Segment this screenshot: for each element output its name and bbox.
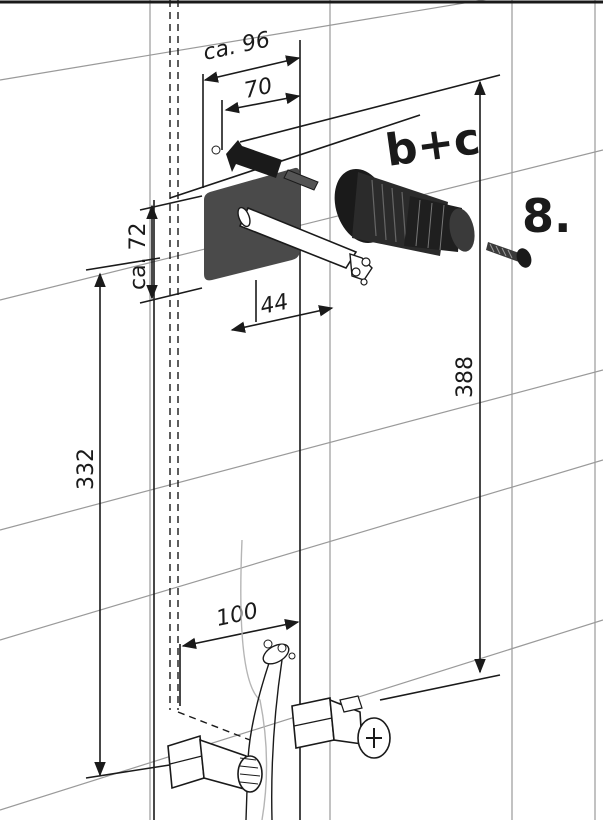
target-mark-icon — [211, 145, 221, 155]
dimension-44: 44 — [230, 280, 334, 333]
step-number-label: 8. — [522, 189, 571, 243]
right-water-fitting-icon — [291, 695, 391, 759]
insert-direction-arrow-icon — [226, 140, 282, 178]
dim-100-label: 100 — [214, 599, 260, 632]
extension-lines — [169, 74, 501, 701]
dimension-332: 332 — [74, 257, 177, 779]
dim-44-label: 44 — [258, 290, 291, 320]
dimension-ca72: ca. 72 — [126, 195, 203, 304]
dim-ca96-label: ca. 96 — [201, 27, 272, 66]
dimension-70: 70 — [221, 74, 301, 150]
dim-ca72-label: ca. 72 — [126, 222, 151, 290]
screw-icon — [486, 242, 532, 268]
dim-332-label: 332 — [74, 448, 99, 490]
dimension-388: 388 — [453, 80, 486, 674]
left-water-fitting-icon — [167, 734, 263, 793]
cable-sleeve — [237, 206, 373, 286]
dowel-icon — [283, 169, 319, 191]
threaded-sleeve-icon — [334, 168, 475, 256]
reference-lines — [153, 0, 301, 820]
dim-70-label: 70 — [242, 74, 275, 104]
dim-388-label: 388 — [453, 356, 478, 398]
